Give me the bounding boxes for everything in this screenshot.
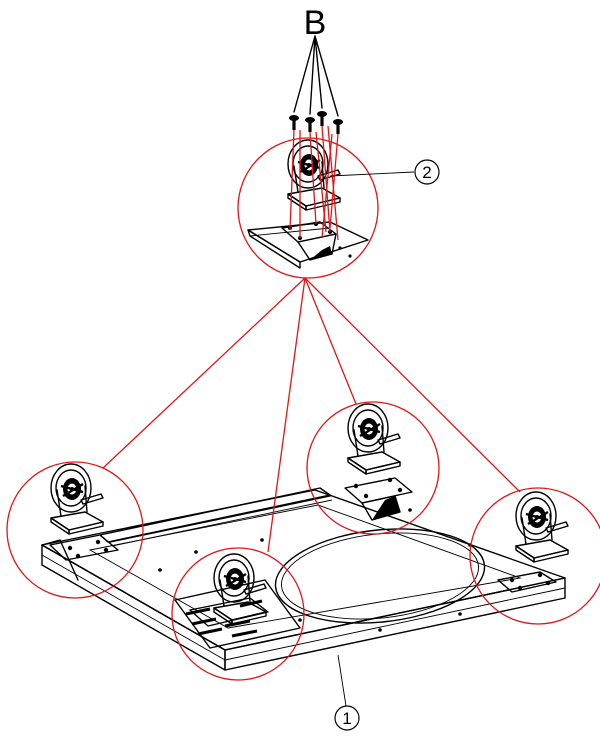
caster-left [49,462,105,536]
circle-right [469,487,600,625]
highlight-overlay [6,125,600,681]
hardware-leaders [293,35,339,117]
circle-left [6,461,144,599]
detail-circle [237,137,379,279]
hardware-label: B [304,4,327,42]
callout-part-2: 2 [329,159,440,185]
detail-inset [247,138,369,269]
part-1-number: 1 [342,709,351,728]
circle-back [306,401,440,535]
circle-front [171,547,305,681]
caster-back [346,402,402,476]
caster-front [212,552,268,626]
screws-b [289,111,343,134]
slotted-plate [174,579,301,649]
callout-part-1: 1 [334,654,360,731]
part-2-number: 2 [422,163,431,182]
caster-right [514,490,570,564]
base-frame [41,477,566,671]
